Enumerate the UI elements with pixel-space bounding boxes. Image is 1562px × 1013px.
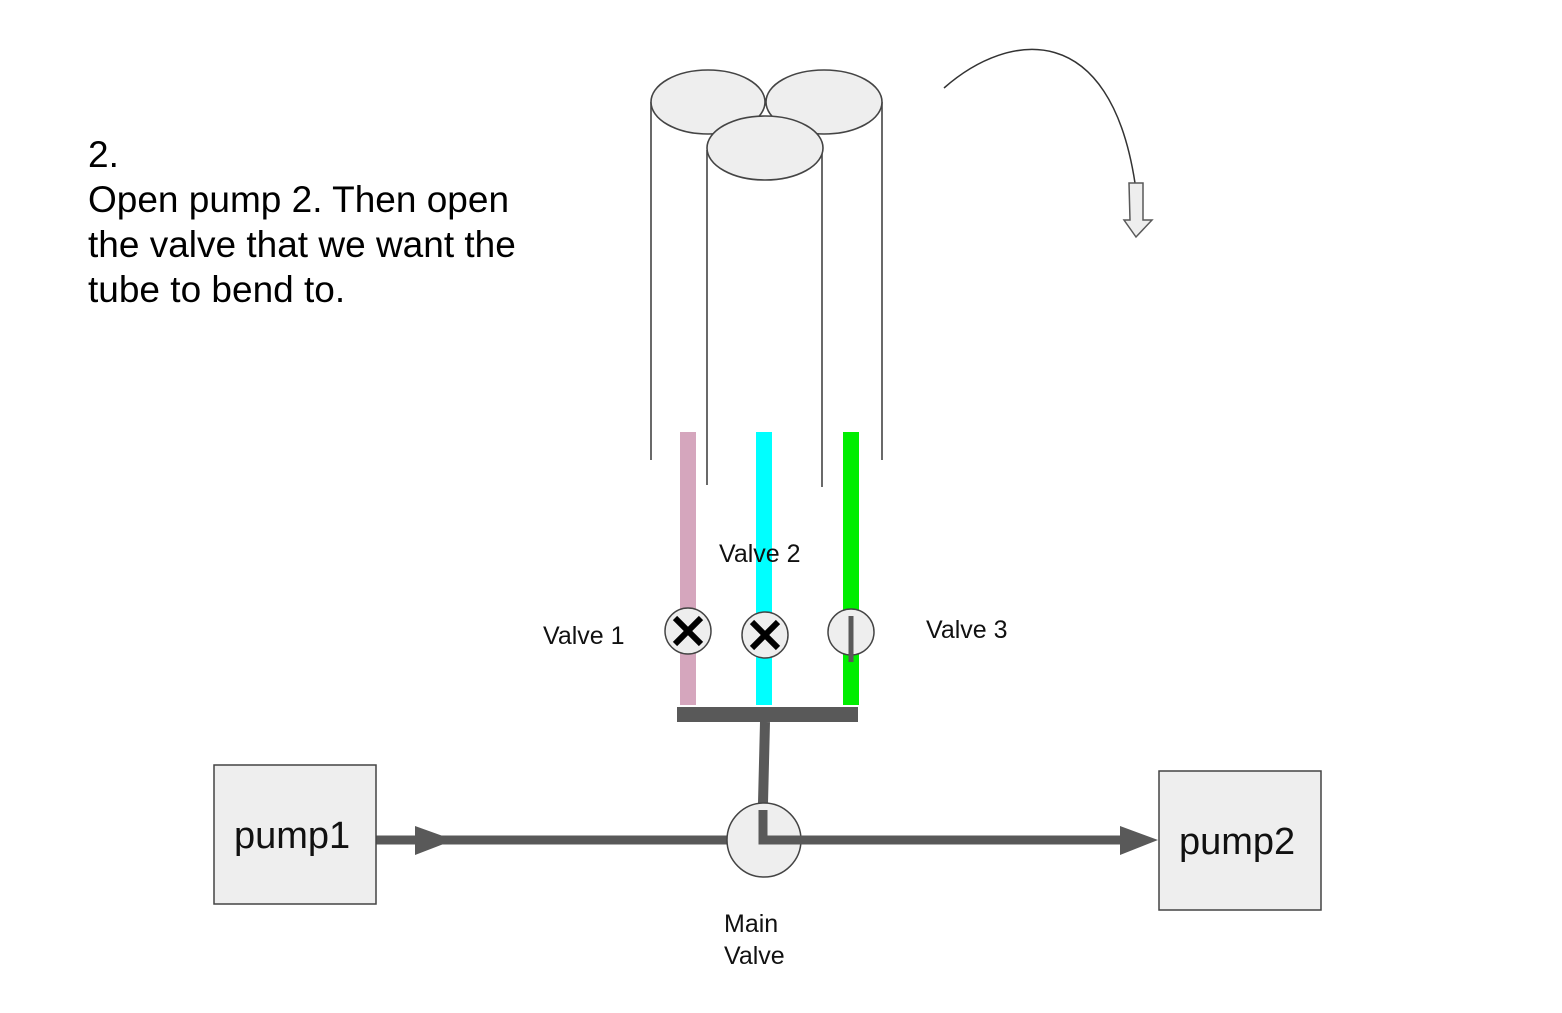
bend-arrow-curve [943, 48, 1136, 184]
bend-direction-arrow [943, 48, 1154, 239]
valve-2-label: Valve 2 [719, 540, 801, 568]
caption-line-2: the valve that we want the [88, 224, 516, 265]
pump2-flow-arrow-icon [1120, 826, 1158, 855]
pump1-flow-arrow-icon [415, 826, 454, 855]
pump-2[interactable]: pump2 [1158, 770, 1322, 911]
pump-2-box[interactable] [1158, 770, 1322, 911]
pump-1-label: pump1 [234, 815, 350, 857]
tube-top-left-ellipse [650, 69, 766, 135]
valve-3-label: Valve 3 [926, 616, 1008, 644]
main-valve-label-line1: Main [724, 910, 778, 938]
valve-2-closed-x-icon [749, 619, 781, 651]
bend-arrow-head-icon [1122, 182, 1154, 239]
valve-1[interactable] [664, 607, 712, 655]
pump-2-label: pump2 [1179, 821, 1295, 863]
valve-1-label: Valve 1 [543, 622, 625, 650]
caption-line-1: Open pump 2. Then open [88, 179, 510, 220]
valve-2[interactable] [741, 611, 789, 659]
valve-1-closed-x-icon [672, 615, 704, 647]
step-number: 2. [88, 134, 119, 175]
main-to-pump2-pipe-group [758, 810, 1158, 855]
tube-channel-3 [843, 432, 859, 705]
pump-1-box[interactable] [213, 764, 377, 905]
caption-line-3: tube to bend to. [88, 269, 346, 310]
main-to-pump2-pipe [758, 810, 1125, 845]
valve-3[interactable] [827, 608, 875, 662]
tube-channel-1 [680, 432, 696, 705]
pump-1[interactable]: pump1 [213, 764, 377, 905]
instruction-caption: 2. Open pump 2. Then open the valve that… [88, 132, 558, 312]
manifold-bar [677, 707, 858, 722]
tube-channel-2 [756, 432, 772, 705]
tube-bundle [650, 69, 883, 487]
tube-top-front-ellipse [706, 115, 824, 181]
tube-top-right-ellipse [765, 69, 883, 135]
main-valve-label-line2: Valve [724, 942, 785, 970]
